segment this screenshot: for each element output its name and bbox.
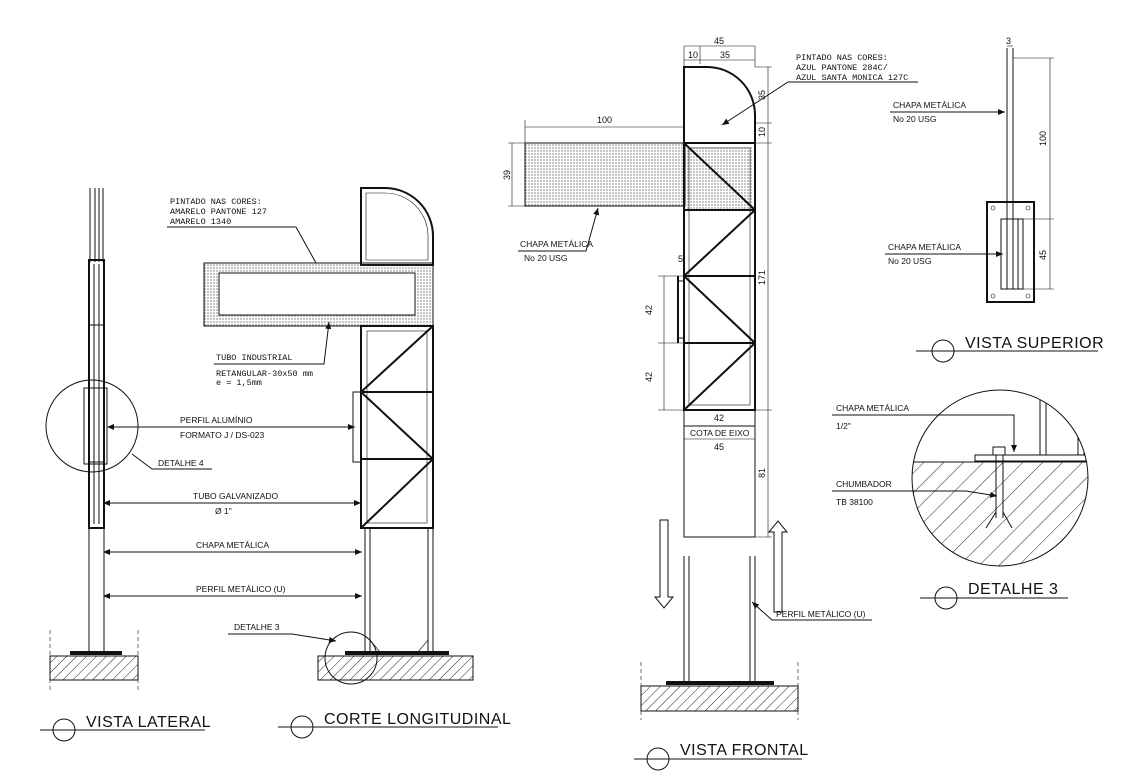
label-perfil-metalico-lateral: PERFIL METÁLICO (U) bbox=[196, 584, 286, 594]
label-tubo-galvanizado: TUBO GALVANIZADO bbox=[193, 491, 279, 501]
label-perfil-metalico-frontal: PERFIL METÁLICO (U) bbox=[776, 609, 866, 619]
label-tubo-industrial: TUBO INDUSTRIAL bbox=[216, 353, 293, 363]
label-chumbador-ref: TB 38100 bbox=[836, 497, 873, 507]
label-chapa-detalhe: CHAPA METÁLICA bbox=[836, 403, 909, 413]
vista-frontal-title: VISTA FRONTAL bbox=[680, 742, 809, 759]
dim-42-a: 42 bbox=[644, 305, 654, 315]
label-chapa-superior-b-usg: No 20 USG bbox=[888, 256, 931, 266]
corte-longitudinal: PINTADO NAS CORES: AMARELO PANTONE 127 A… bbox=[167, 187, 511, 739]
label-pintado-frontal-2: AZUL PANTONE 284C/ bbox=[796, 63, 888, 73]
vista-superior-title: VISTA SUPERIOR bbox=[965, 335, 1104, 352]
dim-100: 100 bbox=[597, 115, 612, 125]
dim-42-b: 42 bbox=[644, 372, 654, 382]
label-chapa-detalhe-espessura: 1/2" bbox=[836, 421, 851, 431]
dim-3: 3 bbox=[1006, 36, 1011, 46]
label-perfil-aluminio: PERFIL ALUMÍNIO bbox=[180, 415, 253, 425]
label-detalhe-3-corte: DETALHE 3 bbox=[234, 622, 280, 632]
detalhe-3: CHAPA METÁLICA 1/2" CHUMBADOR TB 38100 D… bbox=[832, 389, 1089, 610]
label-pintado-corte-2: AMARELO PANTONE 127 bbox=[170, 207, 267, 217]
label-perfil-aluminio-formato: FORMATO J / DS-023 bbox=[180, 430, 265, 440]
label-chapa-superior-b: CHAPA METÁLICA bbox=[888, 242, 961, 252]
dim-10-v: 10 bbox=[757, 127, 767, 137]
vista-lateral: VISTA LATERAL bbox=[40, 188, 211, 742]
dim-10: 10 bbox=[688, 50, 698, 60]
dim-35: 35 bbox=[720, 50, 730, 60]
label-pintado-corte-1: PINTADO NAS CORES: bbox=[170, 197, 262, 207]
label-chapa-frontal: CHAPA METÁLICA bbox=[520, 239, 593, 249]
label-chapa-superior-a-usg: No 20 USG bbox=[893, 114, 936, 124]
corte-longitudinal-title: CORTE LONGITUDINAL bbox=[324, 711, 511, 728]
detalhe-3-title: DETALHE 3 bbox=[968, 581, 1058, 598]
label-tubo-retangular: RETANGULAR-30x50 mm bbox=[216, 369, 313, 379]
label-chapa-frontal-usg: No 20 USG bbox=[524, 253, 567, 263]
label-pintado-frontal-3: AZUL SANTA MONICA 127C bbox=[796, 73, 908, 83]
dim-35-v: 35 bbox=[757, 90, 767, 100]
lateral-leaders: PERFIL ALUMÍNIO FORMATO J / DS-023 DETAL… bbox=[103, 415, 362, 599]
label-tubo-diametro: Ø 1" bbox=[215, 506, 232, 516]
dim-45-superior: 45 bbox=[1038, 250, 1048, 260]
label-pintado-corte-3: AMARELO 1340 bbox=[170, 217, 231, 227]
dim-5: 5 bbox=[678, 254, 683, 264]
dim-81: 81 bbox=[757, 468, 767, 478]
dim-42-h: 42 bbox=[714, 413, 724, 423]
vista-lateral-title: VISTA LATERAL bbox=[86, 714, 211, 731]
label-chapa-superior-a: CHAPA METÁLICA bbox=[893, 100, 966, 110]
vista-frontal: 45 10 35 35 10 100 39 5 42 42 171 42 COT… bbox=[502, 36, 918, 771]
label-chapa-metalica-lateral: CHAPA METÁLICA bbox=[196, 540, 269, 550]
label-cota-eixo: COTA DE EIXO bbox=[690, 428, 750, 438]
dim-171: 171 bbox=[757, 270, 767, 285]
label-pintado-frontal-1: PINTADO NAS CORES: bbox=[796, 53, 888, 63]
label-tubo-espessura: e = 1,5mm bbox=[216, 378, 262, 388]
label-detalhe-4: DETALHE 4 bbox=[158, 458, 204, 468]
label-chumbador: CHUMBADOR bbox=[836, 479, 892, 489]
dim-45-top: 45 bbox=[714, 36, 724, 46]
vista-superior: 3 100 45 CHAPA METÁLICA No 20 USG CHAPA … bbox=[885, 36, 1104, 363]
dim-39: 39 bbox=[502, 170, 512, 180]
dim-45-h: 45 bbox=[714, 442, 724, 452]
dim-100-superior: 100 bbox=[1038, 131, 1048, 146]
